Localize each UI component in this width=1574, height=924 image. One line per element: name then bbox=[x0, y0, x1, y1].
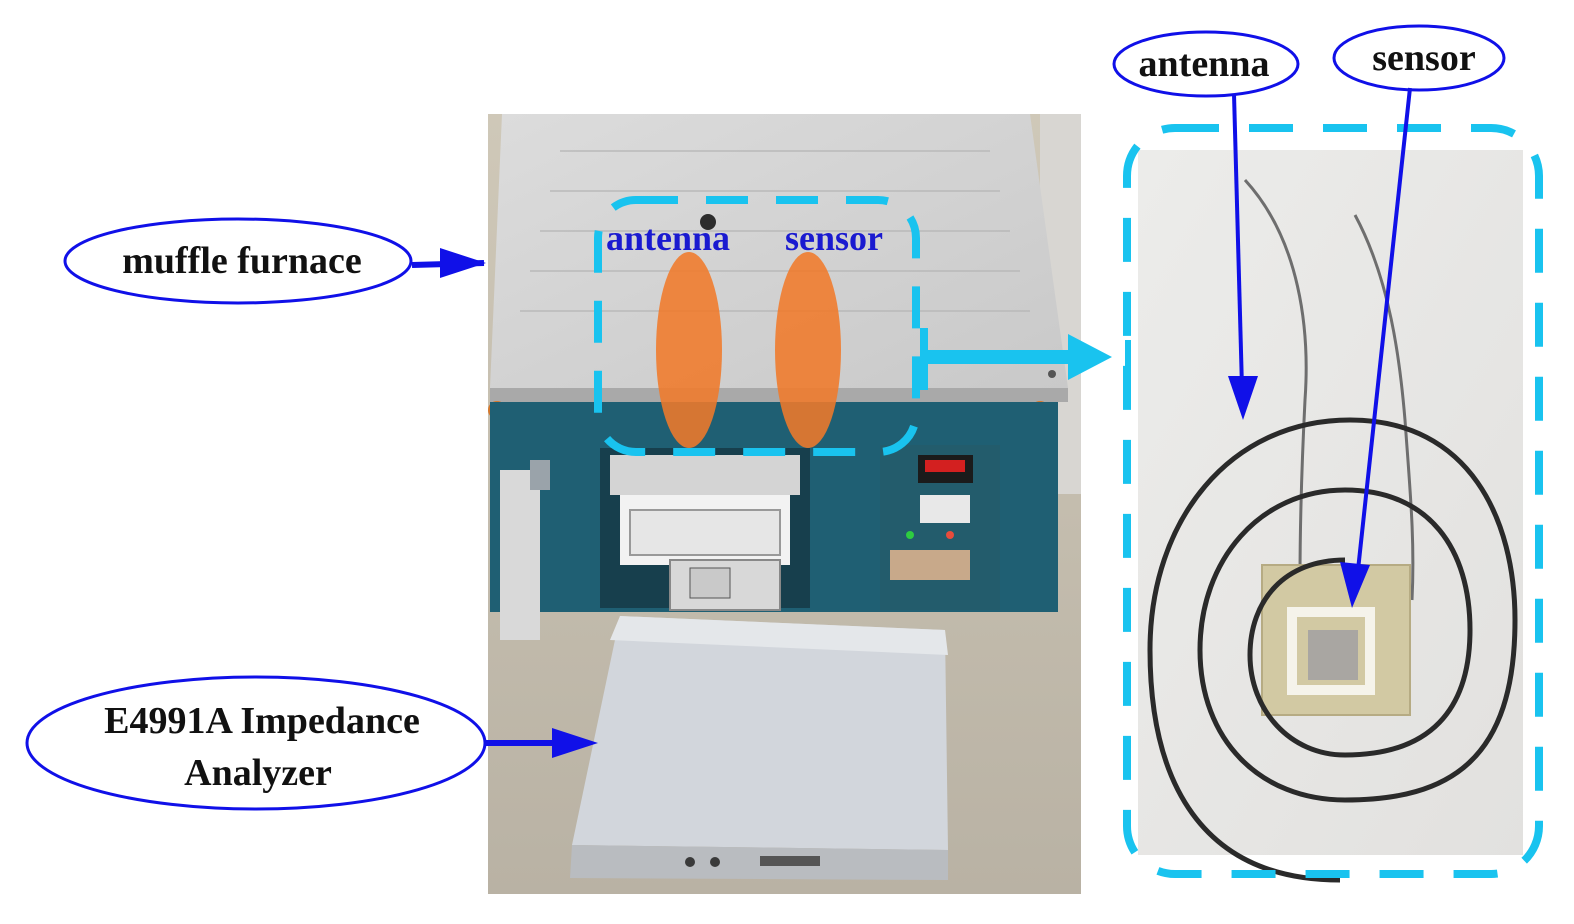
sensor-position-marker bbox=[775, 252, 841, 448]
furnace-sensing-region bbox=[594, 196, 920, 456]
furnace-photo bbox=[488, 114, 1081, 894]
antenna-label: antenna bbox=[1139, 43, 1270, 85]
muffle-furnace-label: muffle furnace bbox=[122, 240, 362, 282]
sensor-callout-ellipse bbox=[1332, 24, 1506, 92]
sensor-label: sensor bbox=[1372, 37, 1476, 79]
impedance-analyzer-label-line1: E4991A Impedance bbox=[104, 700, 420, 742]
region-label-antenna: antenna bbox=[606, 218, 730, 258]
impedance-analyzer-callout-ellipse bbox=[25, 675, 487, 811]
antenna-callout-ellipse bbox=[1112, 30, 1300, 98]
sensor-arrow bbox=[1356, 87, 1412, 571]
sensor-antenna-photo bbox=[1138, 150, 1523, 883]
antenna-arrow bbox=[1232, 93, 1244, 389]
impedance-analyzer-label-line2: Analyzer bbox=[184, 752, 332, 794]
region-label-sensor: sensor bbox=[785, 218, 883, 258]
inset-dashed-frame bbox=[1123, 124, 1543, 878]
muffle-furnace-callout-ellipse bbox=[63, 217, 413, 305]
antenna-position-marker bbox=[656, 252, 722, 448]
